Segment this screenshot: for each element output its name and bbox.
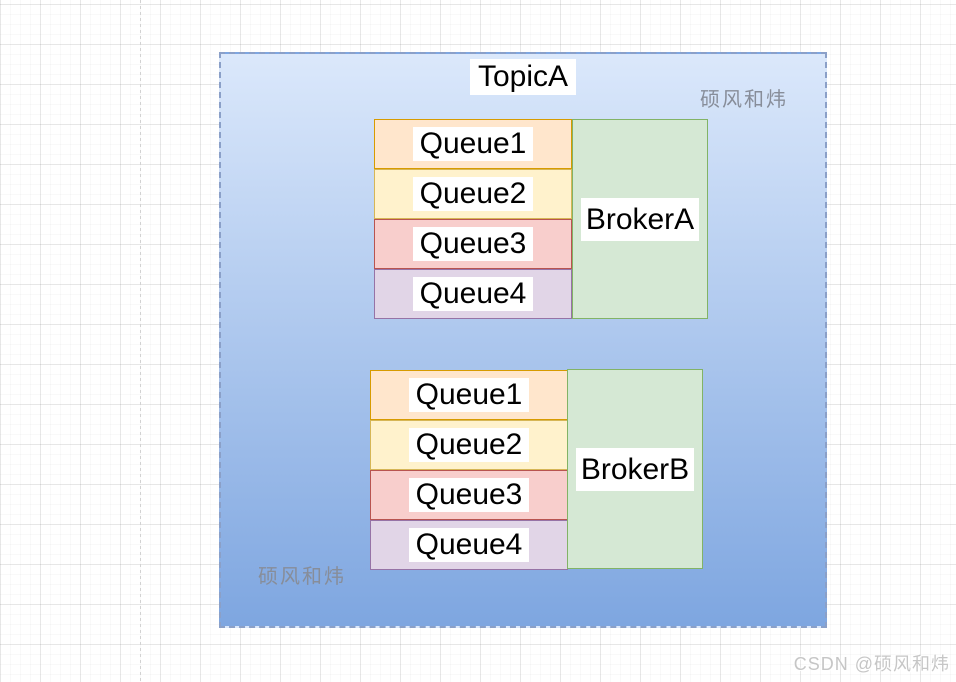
queue-row-q4: Queue4 <box>370 520 568 570</box>
csdn-watermark: CSDN @硕风和炜 <box>793 654 950 674</box>
queue-row-q1: Queue1 <box>374 119 572 169</box>
queue-label: Queue4 <box>408 528 530 562</box>
queue-label: Queue2 <box>412 177 534 211</box>
queue-row-q1: Queue1 <box>370 370 568 420</box>
queue-row-q4: Queue4 <box>374 269 572 319</box>
broker-label: BrokerA <box>580 197 700 241</box>
topic-container: TopicA 硕风和炜 Queue1 Queue2 Queue3 Queue4 … <box>219 52 827 628</box>
queue-label: Queue4 <box>412 277 534 311</box>
queue-stack-broker-b: Queue1 Queue2 Queue3 Queue4 <box>370 370 568 570</box>
queue-label: Queue1 <box>408 378 530 412</box>
watermark-top-right: 硕风和炜 <box>700 89 788 111</box>
queue-row-q2: Queue2 <box>370 420 568 470</box>
topic-label: TopicA <box>469 59 577 95</box>
queue-label: Queue2 <box>408 428 530 462</box>
broker-b-box: BrokerB <box>567 369 703 569</box>
page-boundary-guide-line <box>140 0 141 682</box>
broker-a-box: BrokerA <box>572 119 708 319</box>
queue-label: Queue1 <box>412 127 534 161</box>
queue-row-q2: Queue2 <box>374 169 572 219</box>
broker-label: BrokerB <box>575 447 695 491</box>
queue-row-q3: Queue3 <box>370 470 568 520</box>
queue-label: Queue3 <box>412 227 534 261</box>
watermark-bottom-left: 硕风和炜 <box>258 566 346 588</box>
queue-label: Queue3 <box>408 478 530 512</box>
queue-row-q3: Queue3 <box>374 219 572 269</box>
topic-title-wrap: TopicA <box>221 59 825 95</box>
queue-stack-broker-a: Queue1 Queue2 Queue3 Queue4 <box>374 119 572 319</box>
